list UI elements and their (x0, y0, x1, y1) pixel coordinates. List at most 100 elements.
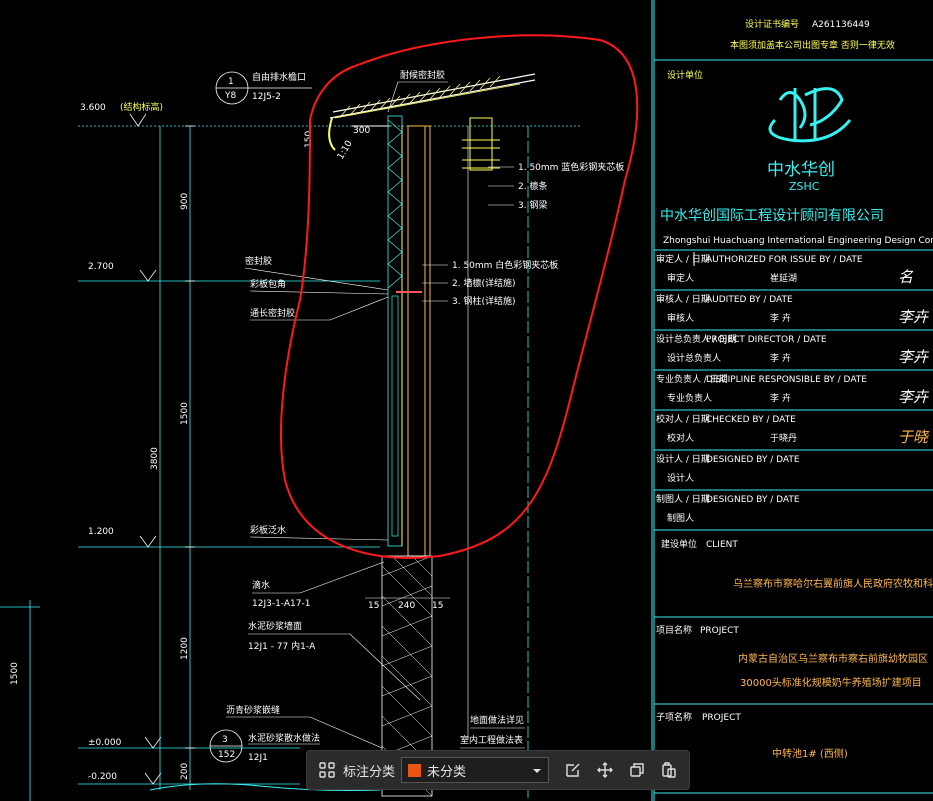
annotation-toolbar: 标注分类 未分类 (306, 750, 690, 790)
role-title: 审核人 (667, 312, 694, 324)
annotation-category-label: 标注分类 (343, 763, 396, 779)
project-label: 项目名称 (656, 624, 692, 636)
wall-spec-item: 2. 墙檩(详结施) (452, 277, 515, 289)
dim-15-a: 15 (368, 601, 379, 611)
elev-3600: 3.600 (80, 103, 106, 113)
cert-no: A261136449 (812, 20, 870, 30)
callout-1-spec: 12J5-2 (252, 92, 281, 102)
purlin-detail (462, 117, 500, 171)
role-header: 专业负责人 / 日期 (656, 373, 728, 385)
role-title: 审定人 (667, 272, 694, 284)
dim-3800: 3800 (150, 447, 160, 470)
client-name: 乌兰察布市察哈尔右翼前旗人民政府农牧和科技局 (733, 577, 933, 590)
client-label: 建设单位 (661, 538, 697, 550)
designer-unit-label: 设计单位 (667, 69, 703, 81)
company-logo (768, 87, 852, 143)
role-title: 制图人 (667, 512, 694, 524)
paste-icon[interactable] (655, 756, 683, 784)
callout-3-ref: 152 (218, 750, 235, 760)
category-select-value: 未分类 (427, 763, 467, 779)
chevron-down-icon (532, 761, 542, 780)
callout-1-text: 自由排水檐口 (252, 71, 306, 83)
label-floor: 地面做法详见 (470, 714, 524, 726)
role-header-en: CHECKED BY / DATE (706, 415, 796, 425)
label-apron: 水泥砂浆散水做法 (248, 732, 320, 744)
callout-3 (209, 729, 243, 763)
client-label-en: CLIENT (706, 540, 738, 550)
edit-icon[interactable] (559, 756, 587, 784)
dim-900: 900 (180, 193, 190, 210)
leader-lines (226, 267, 525, 749)
label-asphalt-joint: 沥青砂浆嵌缝 (226, 704, 280, 716)
label-floor-2: 室内工程做法表 (460, 734, 523, 746)
label-drip: 滴水 (252, 579, 270, 591)
role-header: 审核人 / 日期 (656, 293, 710, 305)
label-drip-spec: 12J3-1-A17-1 (252, 599, 310, 609)
elev-3600-note: (结构标高) (120, 101, 163, 113)
role-title: 设计人 (667, 472, 694, 484)
title-block (651, 0, 933, 801)
brick-base (149, 555, 450, 797)
wall-spec-item: 3. 钢柱(详结施) (452, 295, 515, 307)
subproject-label: 子项名称 (656, 711, 692, 723)
role-title: 校对人 (667, 432, 694, 444)
role-title: 专业负责人 (667, 392, 712, 404)
role-name: 于晓丹 (770, 432, 797, 444)
label-mortar-wall: 水泥砂浆墙面 (248, 620, 302, 632)
company-name-cn: 中水华创国际工程设计顾问有限公司 (660, 208, 884, 224)
label-mortar-spec: 12J1 - 77 内1-A (248, 640, 316, 652)
dim-240: 240 (398, 601, 415, 611)
role-header-en: DESIGNED BY / DATE (706, 495, 800, 505)
roof-section (328, 73, 536, 151)
role-header: 设计人 / 日期 (656, 453, 710, 465)
dimension-lines (0, 125, 195, 801)
project-line-1: 内蒙古自治区乌兰察布市察右前旗幼牧园区 (738, 652, 928, 665)
signature: 李卉 (898, 348, 930, 366)
signature: 名 (898, 268, 914, 286)
role-header: 制图人 / 日期 (656, 493, 710, 505)
role-name: 李 卉 (770, 352, 791, 364)
category-select[interactable]: 未分类 (401, 757, 550, 783)
role-name: 崔延湖 (770, 272, 797, 284)
cert-label: 设计证书编号 (745, 18, 799, 30)
elev-minus-0200: -0.200 (88, 772, 117, 782)
category-color-swatch (408, 763, 422, 777)
label-flashing: 彩板包角 (250, 278, 286, 290)
company-name-en: Zhongshui Huachuang International Engine… (663, 236, 933, 246)
project-label-en: PROJECT (700, 626, 739, 636)
label-sealing-strip: 通长密封胶 (250, 307, 295, 319)
dim-15-b: 15 (432, 601, 443, 611)
role-name: 李 卉 (770, 392, 791, 404)
move-icon[interactable] (591, 756, 619, 784)
signature: 于晓 (898, 428, 930, 446)
project-line-2: 30000头标准化规模奶牛养殖场扩建项目 (740, 676, 922, 689)
role-header-en: PROJECT DIRECTOR / DATE (706, 335, 827, 345)
logo-text-en: ZSHC (789, 180, 820, 193)
signature: 李卉 (898, 388, 930, 406)
roof-spec-item: 1. 50mm 蓝色彩钢夹芯板 (518, 161, 624, 173)
logo-text-cn: 中水华创 (767, 160, 835, 180)
callout-1 (215, 71, 312, 105)
role-header: 审定人 / 日期 (656, 253, 710, 265)
elev-0: ±0.000 (88, 738, 122, 748)
label-sill-flashing: 彩板泛水 (250, 524, 286, 536)
wall-spec-item: 1. 50mm 白色彩钢夹芯板 (452, 259, 558, 271)
level-markers (129, 113, 162, 785)
role-header-en: AUTHORIZED FOR ISSUE BY / DATE (706, 255, 863, 265)
stamp-notice: 本图须加盖本公司出图专章 否则一律无效 (730, 39, 895, 51)
roof-spec-item: 2. 檩条 (518, 180, 547, 192)
callout-3-spec: 12J1 (248, 753, 268, 763)
copy-icon[interactable] (623, 756, 651, 784)
role-title: 设计总负责人 (667, 352, 721, 364)
category-grid-icon[interactable] (313, 756, 341, 784)
elev-1200: 1.200 (88, 527, 114, 537)
dim-200: 200 (180, 763, 190, 780)
role-header-en: DISCIPLINE RESPONSIBLE BY / DATE (706, 375, 867, 385)
callout-3-number: 3 (222, 735, 228, 745)
role-header-en: AUDITED BY / DATE (706, 295, 793, 305)
role-header: 设计总负责人 / 日期 (656, 333, 737, 345)
slope-label: 1:10 (336, 139, 355, 162)
